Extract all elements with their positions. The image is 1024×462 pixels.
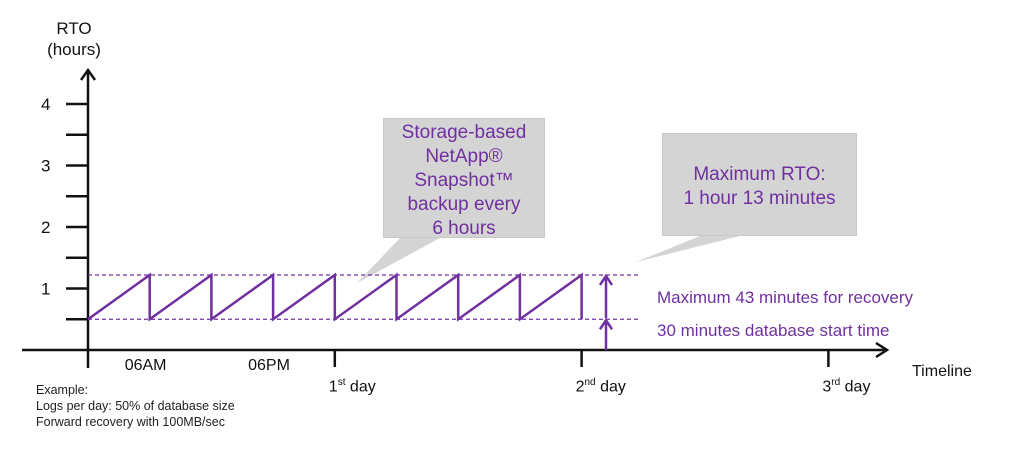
max-rto-callout: Maximum RTO: 1 hour 13 minutes: [662, 133, 857, 236]
snapshot-callout-line: 6 hours: [432, 218, 496, 239]
example-line: Forward recovery with 100MB/sec: [36, 415, 225, 429]
example-line: Logs per day: 50% of database size: [36, 399, 235, 413]
recovery-arrow-head-icon: [598, 273, 614, 286]
y-tick-label: 2: [41, 218, 50, 237]
y-tick-label: 3: [41, 157, 50, 176]
max-rto-callout-tail: [636, 236, 740, 262]
x-day-label: 3rd day: [822, 377, 870, 396]
snapshot-callout-line: Storage-based: [401, 122, 527, 143]
x-day-label-part: rd: [831, 377, 841, 388]
y-tick-label: 4: [41, 95, 50, 114]
x-time-label: 06PM: [248, 357, 290, 374]
snapshot-callout-tail: [357, 238, 440, 283]
x-day-label-part: nd: [584, 377, 596, 388]
x-day-label: 2nd day: [576, 377, 626, 396]
x-axis-title: Timeline: [912, 363, 972, 380]
x-day-label-part: 1: [328, 378, 338, 396]
y-tick-label: 1: [41, 280, 50, 299]
x-day-label-part: day: [595, 378, 626, 396]
x-axis-arrow-icon: [875, 341, 890, 359]
x-day-label-part: st: [337, 377, 346, 388]
x-day-label-part: 3: [822, 378, 832, 396]
snapshot-callout-line: backup every: [407, 194, 521, 215]
y-axis-title-line2: (hours): [47, 40, 101, 59]
y-axis-title: RTO (hours): [34, 18, 114, 60]
rto-sawtooth-line: [87, 272, 583, 322]
x-day-label: 1st day: [329, 377, 376, 396]
start-time-arrow-head-icon: [598, 317, 614, 330]
snapshot-callout-line: NetApp®: [425, 146, 503, 167]
recovery-annotation: Maximum 43 minutes for recovery: [657, 288, 914, 307]
y-axis-arrow-icon: [79, 67, 97, 81]
x-day-label-part: day: [840, 378, 871, 396]
x-time-label: 06AM: [124, 357, 167, 374]
snapshot-callout-line: Snapshot™: [414, 170, 514, 191]
x-day-label-part: day: [345, 378, 376, 396]
example-line: Example:: [36, 383, 89, 397]
snapshot-callout: Storage-based NetApp® Snapshot™ backup e…: [383, 118, 545, 239]
example-note: Example: Logs per day: 50% of database s…: [36, 382, 235, 430]
max-rto-callout-line: Maximum RTO:: [693, 164, 826, 185]
y-axis-title-line1: RTO: [56, 19, 92, 38]
start-time-annotation: 30 minutes database start time: [657, 321, 890, 340]
max-rto-callout-line: 1 hour 13 minutes: [683, 188, 836, 209]
x-day-label-part: 2: [575, 378, 585, 396]
